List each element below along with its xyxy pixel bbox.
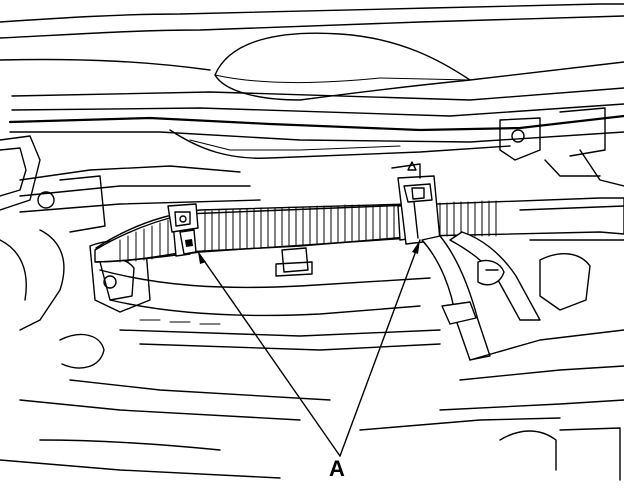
harness-lower-clip xyxy=(275,247,313,277)
cowl-panel xyxy=(8,87,624,213)
lower-hoses xyxy=(19,269,441,451)
engine-right-lower xyxy=(0,205,624,481)
cowl-bracket-right xyxy=(499,107,624,187)
hood-outline xyxy=(0,3,624,101)
hose-lower-right xyxy=(421,231,541,361)
wire-harness-clip-icon xyxy=(167,203,199,255)
callout-label-a: A xyxy=(329,456,345,481)
callout-leader-lines xyxy=(197,239,421,457)
